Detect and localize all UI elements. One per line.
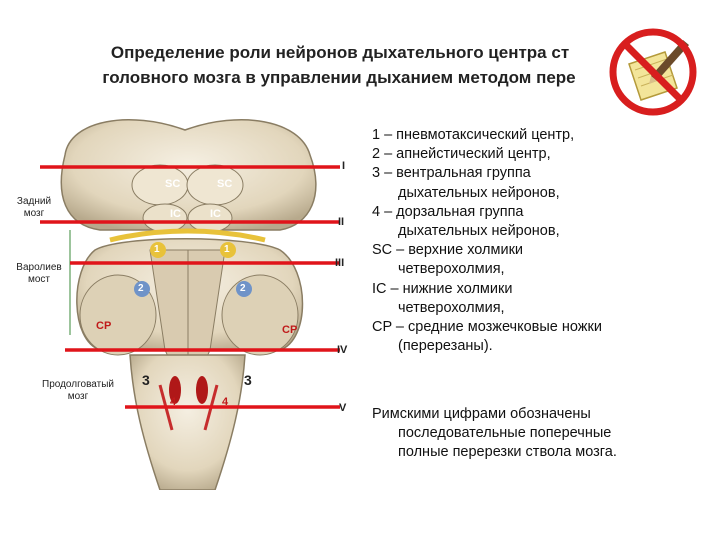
prohibition-slash xyxy=(622,41,684,103)
prohibition-ring xyxy=(609,28,697,116)
label-cp-left: CP xyxy=(96,320,112,332)
legend-item-4-cont: дыхательных нейронов, xyxy=(398,223,560,240)
label-ic-left: IC xyxy=(170,208,181,220)
label-cp-right: CP xyxy=(282,324,298,336)
hindbrain-label-line-2: мозг xyxy=(23,208,45,219)
peduncle-right xyxy=(221,274,299,356)
pons-label-line-1: Варолиев xyxy=(16,262,62,273)
legend-item-ic: IC – нижние холмики xyxy=(372,280,513,297)
legend-item-4: 4 – дорзальная группа xyxy=(372,203,524,220)
brainstem-drawing xyxy=(40,119,340,490)
legend: 1 – пневмотаксический центр, 2 – апнейст… xyxy=(372,126,712,356)
pons-border-band xyxy=(109,228,266,243)
cuts-note: Римскими цифрами обозначены последовател… xyxy=(372,405,712,463)
no-writing-icon xyxy=(609,28,697,116)
label-4-right: 4 xyxy=(222,396,229,408)
legend-item-sc: SC – верхние холмики xyxy=(372,242,524,259)
marker-1-left xyxy=(150,242,166,258)
label-3-left: 3 xyxy=(142,372,150,388)
legend-item-ic-cont: четверохолмия, xyxy=(398,299,505,316)
hindbrain-label-line-1: Задний xyxy=(16,196,52,207)
cut-label-IV: IV xyxy=(337,344,348,356)
marker-2-left xyxy=(134,281,150,297)
cut-label-II: II xyxy=(338,216,345,228)
cut-label-V: V xyxy=(339,402,347,414)
label-2-right: 2 xyxy=(240,283,246,294)
legend-item-2: 2 – апнейстический центр, xyxy=(372,146,551,163)
cut-label-I: I xyxy=(342,160,346,172)
legend-item-cp: CP – средние мозжечковые ножки xyxy=(372,319,602,336)
marker-1-right xyxy=(220,242,236,258)
legend-item-cp-cont: (перерезаны). xyxy=(398,338,493,355)
label-4-left: 4 xyxy=(170,396,177,408)
medulla-label-line-2: мозг xyxy=(67,391,89,402)
label-sc-right: SC xyxy=(217,178,233,190)
label-ic-right: IC xyxy=(210,208,221,220)
title-line-1: Определение роли нейронов дыхательного ц… xyxy=(110,43,570,62)
pons-label-line-2: мост xyxy=(27,274,51,285)
ventral-group-right xyxy=(196,376,208,404)
legend-item-sc-cont: четверохолмия, xyxy=(398,261,505,278)
brainstem-figure: SC SC IC IC 1 1 2 2 CP CP 3 3 4 4 Задний… xyxy=(10,100,360,490)
medulla-label-line-1: Продолговатый xyxy=(42,379,114,390)
superior-colliculus-right xyxy=(186,164,244,206)
marker-2-right xyxy=(236,281,252,297)
label-sc-left: SC xyxy=(165,178,181,190)
note-line-2: последовательные поперечные xyxy=(398,425,612,442)
label-1-left: 1 xyxy=(154,244,160,255)
cut-label-III: III xyxy=(335,257,345,269)
slide-title: Определение роли нейронов дыхательного ц… xyxy=(0,40,720,90)
label-2-left: 2 xyxy=(138,283,144,294)
note-line-1: Римскими цифрами обозначены xyxy=(372,406,591,422)
hindbrain-label: Задний мозг xyxy=(6,196,62,220)
note-line-3: полные перерезки ствола мозга. xyxy=(398,444,617,461)
label-1-right: 1 xyxy=(224,244,230,255)
ventral-group-left xyxy=(169,376,181,404)
legend-item-1: 1 – пневмотаксический центр, xyxy=(372,127,575,143)
notepad-icon xyxy=(628,40,689,101)
label-3-right: 3 xyxy=(244,372,252,388)
title-line-2: головного мозга в управлении дыханием ме… xyxy=(102,68,576,87)
pons-label: Варолиев мост xyxy=(8,262,70,286)
medulla-label: Продолговатый мозг xyxy=(28,379,128,403)
legend-item-3-cont: дыхательных нейронов, xyxy=(398,184,560,201)
legend-item-3: 3 – вентральная группа xyxy=(372,165,531,182)
